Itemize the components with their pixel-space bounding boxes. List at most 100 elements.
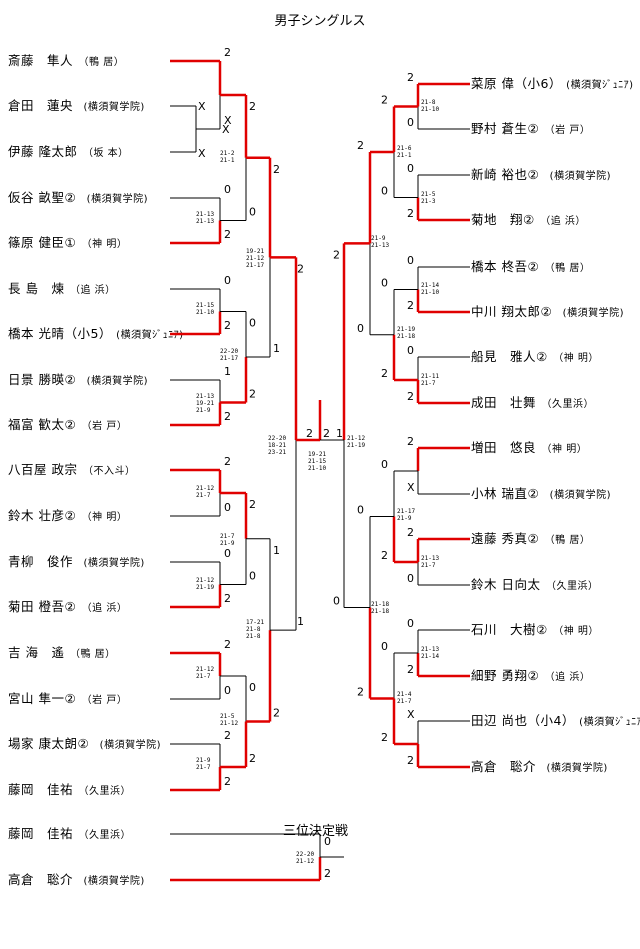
player-name: 藤岡 佳祐 [8,826,74,841]
player-name: 鈴木 日向太 [471,577,541,592]
player-name: 橋本 光晴（小5） [8,326,106,341]
match-result: 2 [273,707,280,720]
match-result: 1 [224,365,231,378]
player-name: 成田 壮舞 [471,395,537,410]
match-result: 2 [407,299,414,312]
player-club: (横須賀学院) [73,558,145,569]
match-result: 2 [249,752,256,765]
match-result: 2 [224,775,231,788]
right-player-row: 橋本 柊吾② （鴨 居） [471,260,590,276]
player-club: (横須賀学院) [539,490,611,501]
left-player-row: 斎藤 隼人 （鴨 居） [8,54,124,70]
player-name: 田辺 尚也（小4） [471,713,569,728]
match-result: 2 [324,867,331,880]
left-player-row: 橋本 光晴（小5） (横須賀ｼﾞｭﾆｱ) [8,327,184,343]
match-result: 0 [381,640,388,653]
player-name: 宮山 隼一② [8,691,77,706]
match-result: 1 [273,544,280,557]
match-result: 0 [381,458,388,471]
right-player-row: 石川 大樹② （神 明） [471,623,599,639]
match-result: 2 [333,248,340,261]
third-place-label: 三位決定戦 [283,824,349,839]
player-club: （久里浜） [73,830,132,841]
match-result: 2 [224,455,231,468]
player-name: 伊藤 隆太郎 [8,144,78,159]
player-club: （神 明） [536,444,588,455]
left-player-row: 篠原 健臣① （神 明） [8,236,127,252]
left-player-row: 宮山 隼一② （岩 戸） [8,692,127,708]
player-name: 仮谷 畝聖② [8,190,77,205]
match-result: 2 [407,663,414,676]
player-name: 船見 雅人② [471,349,548,364]
player-club: (横須賀学院) [76,194,148,205]
player-club: （久里浜） [73,786,132,797]
match-result: 0 [407,162,414,175]
player-club: （不入斗） [77,466,136,477]
player-club: (横須賀ｼﾞｭﾆｱ) [568,717,640,728]
match-result: 0 [381,277,388,290]
match-result: 2 [273,163,280,176]
player-club: （神 明） [547,626,599,637]
right-player-row: 菜原 偉（小6） (横須賀ｼﾞｭﾆｱ) [471,77,634,93]
left-player-row: 青柳 俊作 (横須賀学院) [8,555,145,571]
player-name: 福富 歓太② [8,417,77,432]
match-result: 0 [224,501,231,514]
walkover-mark: X [222,123,230,136]
player-club: (横須賀ｼﾞｭﾆｱ) [555,80,634,91]
match-result: 0 [407,344,414,357]
player-club: (横須賀ｼﾞｭﾆｱ) [105,330,184,341]
right-player-row: 田辺 尚也（小4） (横須賀ｼﾞｭﾆｱ) [471,714,640,730]
left-player-row: 藤岡 佳祐 （久里浜） [8,783,131,799]
match-result: 0 [381,185,388,198]
left-player-row: 八百屋 政宗 （不入斗） [8,463,135,479]
match-result: 2 [381,731,388,744]
match-result: 2 [249,498,256,511]
third-place-player-row: 高倉 聡介 (横須賀学院) [8,873,145,889]
bracket-title: 男子シングルス [274,14,366,29]
right-player-row: 鈴木 日向太 （久里浜） [471,578,598,594]
match-result: X [224,114,232,127]
player-name: 菜原 偉（小6） [471,76,556,91]
player-club: (横須賀学院) [89,740,161,751]
match-result: 0 [224,547,231,560]
player-name: 中川 翔太郎② [471,304,553,319]
match-result: 2 [224,592,231,605]
right-player-row: 増田 悠良 （神 明） [471,441,587,457]
match-result: 2 [224,46,231,59]
match-result: 2 [249,388,256,401]
match-result: 0 [249,681,256,694]
match-result: 2 [306,427,313,440]
player-club: （鴨 居） [73,57,125,68]
match-result: 2 [381,367,388,380]
match-result: 2 [224,228,231,241]
player-name: 長 島 煉 [8,281,65,296]
player-club: (横須賀学院) [536,763,608,774]
player-name: 藤岡 佳祐 [8,782,74,797]
player-name: 斎藤 隼人 [8,53,74,68]
match-result: 0 [357,504,364,517]
player-club: (横須賀学院) [76,376,148,387]
player-club: (横須賀学院) [539,171,611,182]
match-result: 0 [249,570,256,583]
player-name: 鈴木 壮彦② [8,508,77,523]
match-result: 2 [357,139,364,152]
match-result: 0 [224,183,231,196]
player-name: 橋本 柊吾② [471,259,540,274]
match-result: 0 [407,572,414,585]
player-name: 細野 勇翔② [471,668,540,683]
